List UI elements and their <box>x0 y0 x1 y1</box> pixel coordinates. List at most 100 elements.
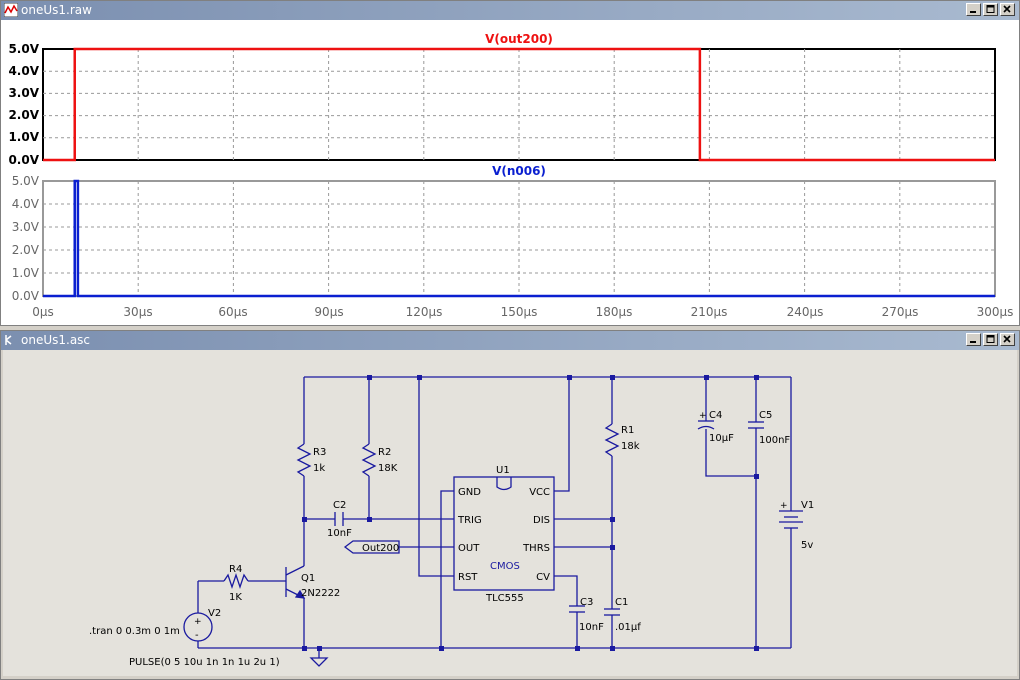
pane1-y-tick-label: 4.0V <box>8 64 39 78</box>
pane2-y-ticks: 5.0V 4.0V 3.0V 2.0V 1.0V 0.0V <box>12 174 40 303</box>
c3-capacitor[interactable] <box>569 605 585 613</box>
minimize-button[interactable] <box>966 3 981 16</box>
c3-value: 10nF <box>579 622 604 633</box>
c4-value: 10µF <box>709 433 734 444</box>
trace-v-n006[interactable] <box>43 179 995 298</box>
waveform-window-title: oneUs1.raw <box>21 3 92 17</box>
pane1-gridlines <box>43 49 995 160</box>
u1-pin-vcc: VCC <box>529 487 550 498</box>
u1-ic-body[interactable] <box>453 476 555 591</box>
x-tick-label: 180µs <box>596 305 633 319</box>
v1-battery[interactable]: + <box>779 501 803 529</box>
pane2-y-tick-label: 1.0V <box>12 266 40 280</box>
c1-value: .01µf <box>615 622 641 633</box>
x-tick-label: 150µs <box>501 305 538 319</box>
u1-notch <box>496 477 512 491</box>
x-tick-label: 120µs <box>406 305 443 319</box>
pane2-y-tick-label: 0.0V <box>12 289 40 303</box>
u1-ref: U1 <box>496 465 510 476</box>
u1-pin-cv: CV <box>536 572 550 583</box>
pane1-y-ticks: 5.0V 4.0V 3.0V 2.0V 1.0V 0.0V <box>8 42 39 167</box>
c2-capacitor[interactable] <box>334 512 344 526</box>
r2-value: 18K <box>378 463 398 474</box>
pane1-y-tick-label: 0.0V <box>8 153 39 167</box>
schematic-app-icon <box>5 335 12 345</box>
waveform-window[interactable]: oneUs1.raw V(out200) 5.0V 4.0V 3.0V 2.0V <box>0 0 1020 326</box>
r1-value: 18k <box>621 441 640 452</box>
v2-source[interactable]: + - <box>183 612 213 642</box>
v2-ref: V2 <box>208 608 221 619</box>
close-icon <box>1003 5 1011 13</box>
maximize-button[interactable] <box>983 333 998 346</box>
q1-value: 2N2222 <box>301 588 340 599</box>
c5-capacitor[interactable] <box>748 421 764 429</box>
x-axis-ticks: 0µs 30µs 60µs 90µs 120µs 150µs 180µs 210… <box>32 305 1013 319</box>
r4-value: 1K <box>229 592 242 603</box>
u1-type: CMOS <box>490 561 520 572</box>
r2-resistor[interactable] <box>361 443 377 477</box>
pane2-y-tick-label: 3.0V <box>12 220 40 234</box>
c1-ref: C1 <box>615 597 628 608</box>
c1-capacitor[interactable] <box>604 608 620 616</box>
r1-resistor[interactable] <box>604 423 620 457</box>
maximize-icon <box>986 335 995 343</box>
u1-pin-rst: RST <box>458 572 478 583</box>
schematic-drawing[interactable]: + + + - <box>3 350 1017 676</box>
close-button[interactable] <box>1000 3 1015 16</box>
junction-dots <box>302 375 759 651</box>
q1-transistor[interactable] <box>285 565 306 599</box>
c4-ref: C4 <box>709 410 722 421</box>
v2-value: PULSE(0 5 10u 1n 1n 1u 2u 1) <box>129 657 280 668</box>
net-label-out200[interactable]: Out200 <box>362 543 399 554</box>
close-icon <box>1003 335 1011 343</box>
u1-pin-dis: DIS <box>533 515 550 526</box>
spice-directive[interactable]: .tran 0 0.3m 0 1m <box>89 626 180 637</box>
svg-text:+: + <box>780 501 788 511</box>
pane1-trace-title[interactable]: V(out200) <box>485 32 553 46</box>
c4-capacitor[interactable]: + <box>697 411 715 430</box>
u1-value: TLC555 <box>485 593 524 604</box>
x-tick-label: 30µs <box>123 305 152 319</box>
r3-resistor[interactable] <box>296 443 312 477</box>
minimize-button[interactable] <box>966 333 981 346</box>
minimize-icon <box>970 341 976 343</box>
maximize-button[interactable] <box>983 3 998 16</box>
trace-v-out200[interactable] <box>43 47 995 162</box>
pane2-y-tick-label: 2.0V <box>12 243 40 257</box>
pane1-y-tick-label: 1.0V <box>8 130 39 144</box>
u1-pin-out: OUT <box>458 543 480 554</box>
pane1-y-tick-label: 5.0V <box>8 42 39 56</box>
close-button[interactable] <box>1000 333 1015 346</box>
minimize-icon <box>970 11 976 13</box>
waveform-titlebar[interactable]: oneUs1.raw <box>1 1 1019 20</box>
c2-value: 10nF <box>327 528 352 539</box>
x-tick-label: 60µs <box>218 305 247 319</box>
r4-resistor[interactable] <box>223 572 249 590</box>
c5-ref: C5 <box>759 410 772 421</box>
x-tick-label: 210µs <box>691 305 728 319</box>
waveform-plot-area[interactable]: V(out200) 5.0V 4.0V 3.0V 2.0V 1.0V 0.0V … <box>1 20 1019 325</box>
x-tick-label: 300µs <box>977 305 1014 319</box>
u1-pin-thrs: THRS <box>522 543 550 554</box>
x-tick-label: 0µs <box>32 305 54 319</box>
schematic-titlebar[interactable]: oneUs1.asc <box>1 331 1019 350</box>
pane1-y-tick-label: 2.0V <box>8 108 39 122</box>
u1-pin-gnd: GND <box>458 487 481 498</box>
svg-text:-: - <box>195 630 199 641</box>
pane2-trace-title[interactable]: V(n006) <box>492 164 546 178</box>
r1-ref: R1 <box>621 425 634 436</box>
out200-net-flag[interactable] <box>343 540 400 554</box>
u1-pin-trig: TRIG <box>457 515 482 526</box>
waveform-app-icon <box>4 3 18 17</box>
c3-ref: C3 <box>580 597 593 608</box>
v1-ref: V1 <box>801 500 814 511</box>
schematic-window[interactable]: oneUs1.asc <box>0 330 1020 680</box>
c5-value: 100nF <box>759 435 790 446</box>
r3-ref: R3 <box>313 447 326 458</box>
schematic-canvas[interactable]: + + + - <box>3 350 1017 676</box>
schematic-window-title: oneUs1.asc <box>21 333 91 347</box>
pane2-y-tick-label: 4.0V <box>12 197 40 211</box>
svg-text:+: + <box>699 411 707 421</box>
waveform-chart[interactable]: V(out200) 5.0V 4.0V 3.0V 2.0V 1.0V 0.0V … <box>1 20 1019 325</box>
ground-symbol <box>309 657 329 667</box>
